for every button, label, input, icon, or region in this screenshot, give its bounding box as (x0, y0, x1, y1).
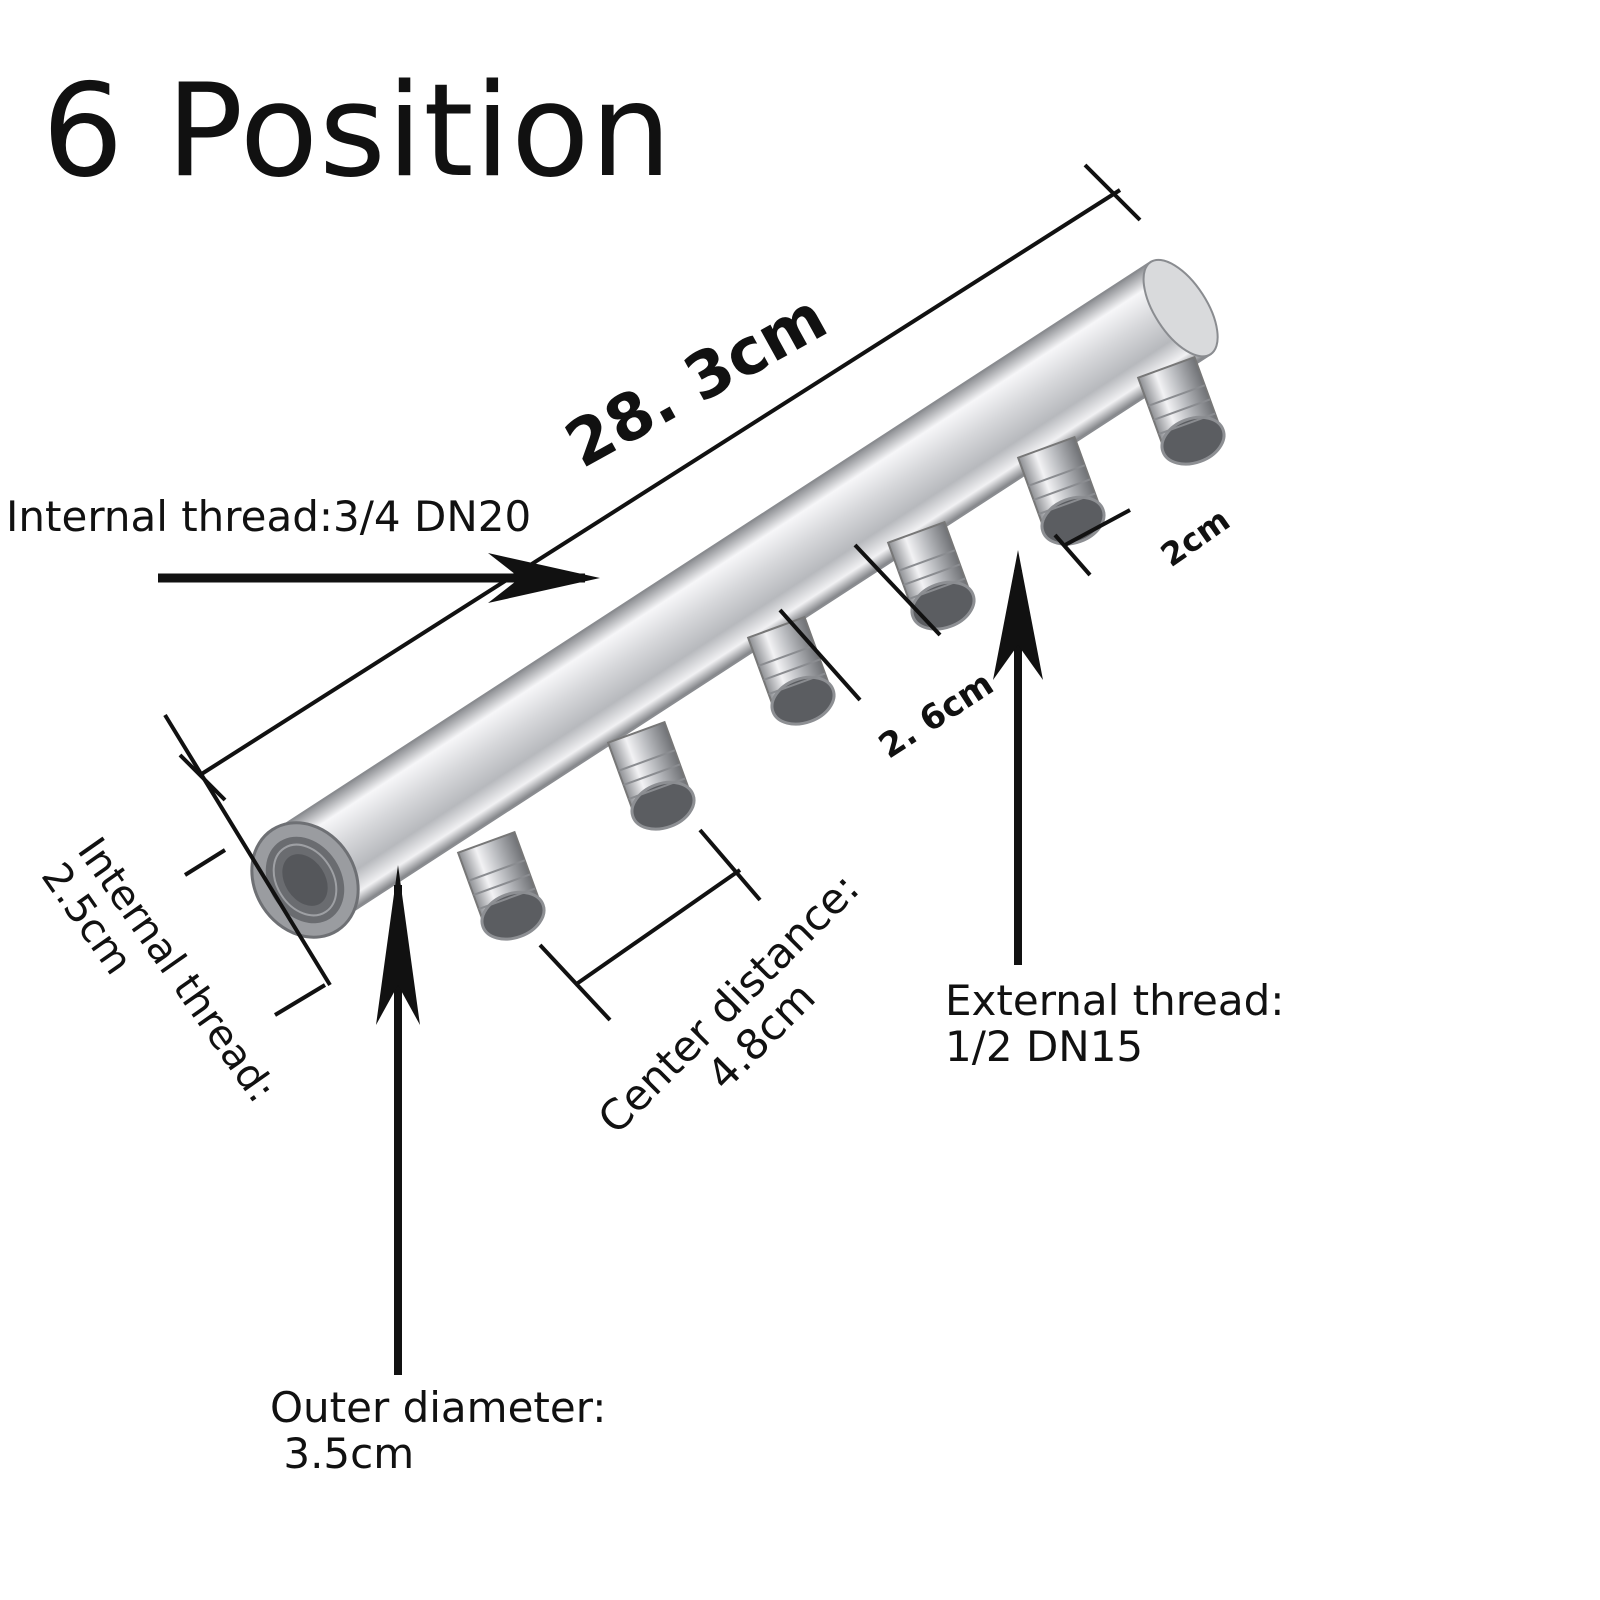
outer-diameter-label: Outer diameter: 3.5cm (270, 1383, 607, 1479)
outlet-nipple (606, 720, 696, 831)
inner-diameter-tick (273, 983, 327, 1017)
inlet-thread-label: Internal thread:3/4 DN20 (6, 492, 532, 541)
outer-diameter-arrowhead (376, 865, 420, 1025)
outlet-thread-label-line1: External thread: (945, 976, 1285, 1025)
length-dimension-line (198, 188, 1122, 777)
length-tick-right (1083, 163, 1142, 222)
outlet-thread-label-line2: 1/2 DN15 (945, 1022, 1144, 1072)
outlet-thread-label: External thread: 1/2 DN15 (945, 976, 1285, 1072)
page-title: 6 Position (42, 57, 673, 206)
outer-diameter-label-line1: Outer diameter: (270, 1383, 607, 1432)
inner-diameter-tick (183, 848, 227, 877)
outlet-size-line (1064, 508, 1131, 547)
inner-diameter-line (163, 713, 332, 987)
callout-arrows (158, 550, 1043, 1375)
outer-diameter-label-line2: 3.5cm (270, 1429, 415, 1479)
outlet-nipple (1136, 355, 1226, 466)
outlet-nipple (746, 615, 836, 726)
inlet-opening (250, 821, 360, 939)
outlet-thread-arrowhead (993, 550, 1043, 680)
center-distance-line (573, 868, 742, 987)
spacing-tick (853, 543, 942, 637)
center-distance-tick (698, 828, 762, 902)
outlet-nipple (456, 830, 546, 941)
inlet-arrowhead (488, 553, 600, 603)
dimension-lines (163, 163, 1142, 1022)
outlet-nipple (1016, 435, 1106, 546)
outlet-nipple (886, 520, 976, 631)
center-distance-tick (538, 943, 612, 1022)
outlet-size-tick (1053, 533, 1092, 577)
spacing-tick (778, 608, 862, 702)
